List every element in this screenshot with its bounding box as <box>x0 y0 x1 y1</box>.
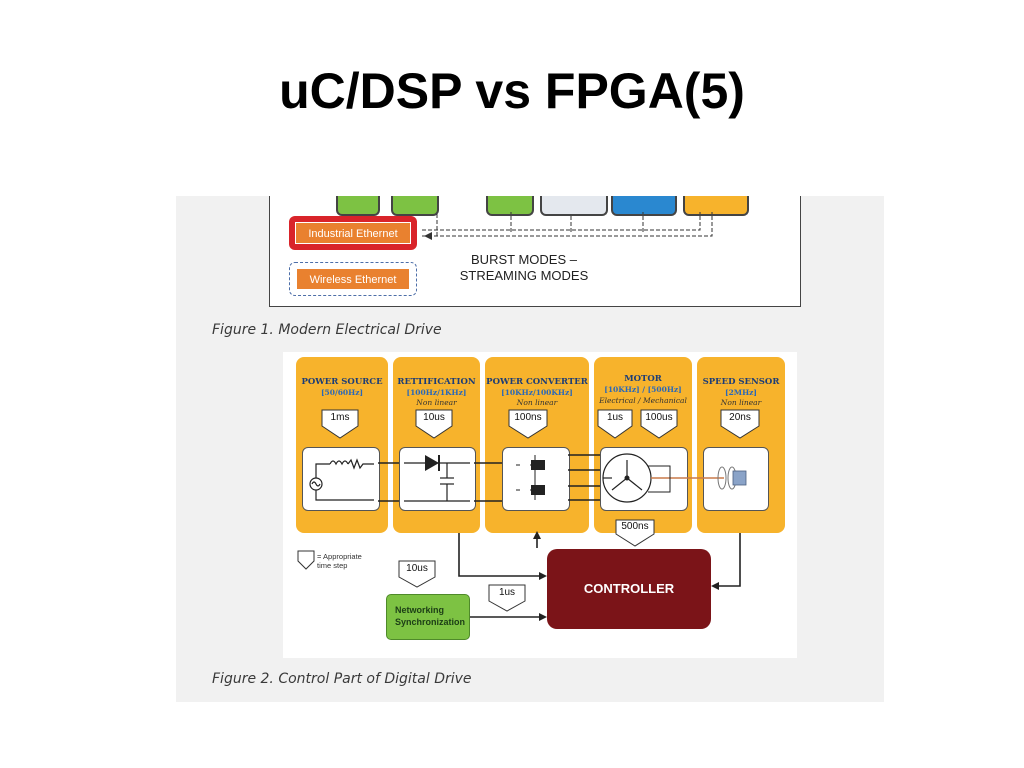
power-source-freq: [50/60Hz] <box>320 388 364 397</box>
rettification-note: Non linear <box>416 398 457 407</box>
time-step-legend: = Appropriate time step <box>317 552 362 570</box>
module-green-2 <box>391 196 439 216</box>
speed-sensor-freq: [2MHz] <box>725 388 757 397</box>
industrial-ethernet-block: Industrial Ethernet <box>289 216 417 250</box>
module-grey <box>540 196 608 216</box>
time-step-network-to-controller: 1us <box>498 587 516 598</box>
motor-note: Electrical / Mechanical <box>599 396 687 405</box>
slide-title: uC/DSP vs FPGA(5) <box>279 63 745 119</box>
burst-line-1: BURST MODES – <box>471 252 577 267</box>
time-step-speed-sensor: 20ns <box>729 412 751 423</box>
time-step-motor-to-controller: 500ns <box>621 521 649 532</box>
power-converter-freq: [10KHz/100KHz] <box>501 388 573 397</box>
figure1-caption: Figure 1. Modern Electrical Drive <box>212 322 442 338</box>
speed-sensor-name: SPEED SENSOR <box>702 377 780 387</box>
legend-line-1: = Appropriate <box>317 552 362 561</box>
time-step-motor-electrical: 1us <box>606 412 624 423</box>
time-step-power-converter: 100ns <box>514 412 542 423</box>
networking-synchronization-block: Networking Synchronization <box>386 594 470 640</box>
power-source-name: POWER SOURCE <box>301 377 383 387</box>
rettification-freq: [100Hz/1KHz] <box>406 388 467 397</box>
module-green-1 <box>336 196 380 216</box>
module-yellow <box>683 196 749 216</box>
networking-line-2: Synchronization <box>395 617 466 627</box>
rectifier-circuit <box>399 447 476 511</box>
time-step-motor-mechanical: 100us <box>645 412 673 423</box>
legend-line-2: time step <box>317 561 348 570</box>
time-step-power-source: 1ms <box>330 412 350 423</box>
module-blue <box>611 196 677 216</box>
time-step-networking: 10us <box>406 563 428 574</box>
motor-freq: [10KHz] / [500Hz] <box>604 385 682 394</box>
rettification-name: RETTIFICATION <box>397 377 476 387</box>
speed-sensor-note: Non linear <box>720 398 762 407</box>
power-converter-name: POWER CONVERTER <box>486 377 588 387</box>
module-green-3 <box>486 196 534 216</box>
figure2-caption: Figure 2. Control Part of Digital Drive <box>212 671 472 687</box>
power-converter-note: Non linear <box>516 398 558 407</box>
converter-circuit <box>502 447 570 511</box>
industrial-ethernet-label: Industrial Ethernet <box>295 222 411 244</box>
burst-line-2: STREAMING MODES <box>459 268 589 283</box>
motor-name: MOTOR <box>624 374 662 384</box>
wireless-ethernet-label: Wireless Ethernet <box>296 268 410 290</box>
burst-modes-text: BURST MODES – STREAMING MODES <box>450 252 598 284</box>
wireless-ethernet-block: Wireless Ethernet <box>289 262 417 296</box>
controller-block: CONTROLLER <box>547 549 711 629</box>
networking-line-1: Networking <box>395 605 445 615</box>
time-step-rettification: 10us <box>423 412 445 423</box>
